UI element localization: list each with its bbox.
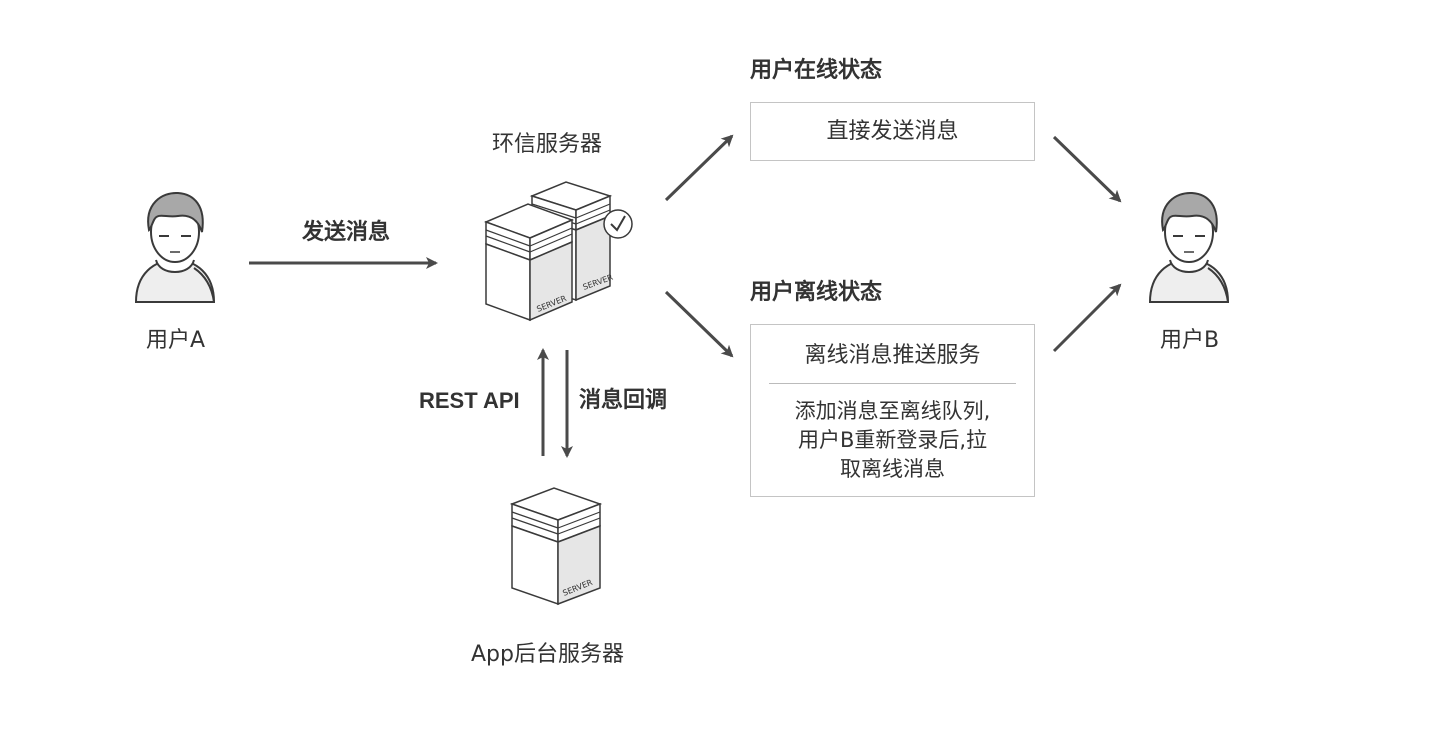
online-to-user-b-arrow <box>1052 135 1122 203</box>
user-a-label: 用户A <box>146 328 206 353</box>
app-server-icon: SERVER <box>509 487 603 606</box>
online-arrow <box>664 134 734 202</box>
offline-box-divider <box>769 383 1016 384</box>
offline-box-title: 离线消息推送服务 <box>804 343 981 368</box>
user-b-icon <box>1148 191 1230 303</box>
offline-box: 离线消息推送服务 添加消息至离线队列, 用户B重新登录后,拉 取离线消息 <box>750 324 1035 497</box>
im-server-label: 环信服务器 <box>492 132 603 157</box>
offline-box-line-1: 添加消息至离线队列, <box>794 399 991 423</box>
rest-api-label: REST API <box>419 388 520 413</box>
user-a-icon <box>134 191 216 303</box>
offline-to-user-b-arrow <box>1052 283 1122 353</box>
send-message-label: 发送消息 <box>302 220 391 245</box>
offline-box-line-3: 取离线消息 <box>840 457 945 481</box>
app-server-label: App后台服务器 <box>471 642 624 667</box>
callback-label: 消息回调 <box>579 388 668 413</box>
online-heading: 用户在线状态 <box>750 58 883 83</box>
online-box-text: 直接发送消息 <box>826 119 959 144</box>
offline-heading: 用户离线状态 <box>750 280 883 305</box>
offline-box-line-2: 用户B重新登录后,拉 <box>797 428 988 452</box>
offline-arrow <box>664 290 734 358</box>
online-box: 直接发送消息 <box>750 102 1035 161</box>
user-b-label: 用户B <box>1160 328 1220 353</box>
im-server-icon: SERVER SERVER <box>483 181 633 322</box>
